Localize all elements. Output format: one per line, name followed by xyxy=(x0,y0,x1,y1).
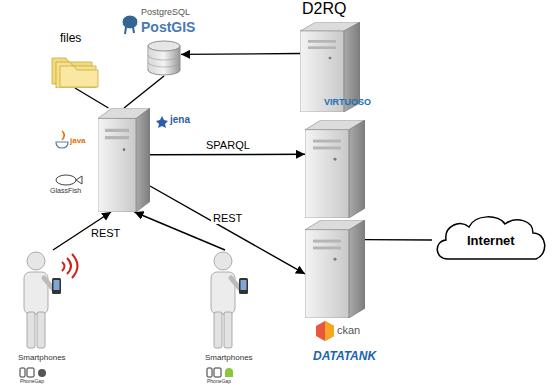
illustration-part xyxy=(214,252,232,270)
ckan-logo xyxy=(316,321,334,341)
illustration-part xyxy=(56,175,76,185)
wifi-signal xyxy=(62,254,78,278)
illustration-part xyxy=(156,116,168,128)
node-label: VIRTUOSO xyxy=(324,98,371,108)
node-label: jena xyxy=(170,114,190,125)
node-label: ckan xyxy=(337,324,360,336)
illustration-part xyxy=(239,278,248,294)
illustration-part xyxy=(334,158,337,161)
illustration-part xyxy=(305,130,349,218)
illustration-part xyxy=(207,368,212,377)
illustration-part xyxy=(241,280,247,290)
ckan-server-shape xyxy=(305,220,365,318)
connector-arrow xyxy=(181,53,300,55)
files-folder: files xyxy=(50,52,100,88)
illustration-part xyxy=(27,312,35,348)
illustration-part xyxy=(224,312,232,348)
illustration-part xyxy=(313,140,341,143)
illustration-part xyxy=(60,66,98,87)
smartphone-user-shape xyxy=(18,250,68,350)
illustration-part xyxy=(54,280,60,290)
node-label: Smartphones xyxy=(205,354,253,363)
illustration-part xyxy=(313,146,341,149)
connector-arrow xyxy=(75,88,108,108)
node-label: PhoneGap xyxy=(20,379,44,385)
illustration-part xyxy=(20,368,25,377)
postgresql-logo xyxy=(122,15,138,34)
files-folder-shape xyxy=(50,52,100,88)
connector-arrow xyxy=(365,239,432,241)
node-label: files xyxy=(60,32,81,45)
platform-icons xyxy=(20,368,233,377)
illustration-part xyxy=(316,321,334,341)
illustration-part xyxy=(38,369,46,377)
edge-label: SPARQL xyxy=(204,139,252,151)
illustration-part xyxy=(56,142,68,148)
illustration-part xyxy=(27,368,34,377)
database-cylinder-shape xyxy=(147,40,181,76)
illustration-part xyxy=(148,55,180,67)
java-logo xyxy=(56,131,68,148)
node-label: GlassFish xyxy=(50,187,81,195)
node-label: PhoneGap xyxy=(207,379,231,385)
illustration-part xyxy=(123,148,126,151)
node-label: DATATANK xyxy=(313,350,376,363)
node-label: Internet xyxy=(467,234,515,248)
connector-arrow xyxy=(150,154,305,156)
illustration-part xyxy=(305,230,349,318)
illustration-part xyxy=(225,368,233,377)
smartphone-user: SmartphonesPhoneGap xyxy=(18,250,68,350)
app-server-shape xyxy=(98,108,150,212)
node-label: PostGIS xyxy=(141,20,195,35)
edge-label: REST xyxy=(89,227,122,239)
node-label: PostgreSQL xyxy=(141,8,190,18)
illustration-part xyxy=(76,176,82,184)
edge-label: REST xyxy=(211,212,244,224)
connector-arrow xyxy=(124,76,164,108)
illustration-part xyxy=(214,312,222,348)
illustration-part xyxy=(27,252,45,270)
smartphone-user: SmartphonesPhoneGap xyxy=(205,250,255,350)
illustration-part xyxy=(105,136,129,139)
database-cylinder: PostgreSQLPostGIS xyxy=(147,40,181,76)
app-server: javaGlassFishjena xyxy=(98,108,150,212)
illustration-part xyxy=(52,278,61,294)
illustration-part xyxy=(98,118,136,212)
internet-cloud: Internet xyxy=(432,212,550,262)
illustration-part xyxy=(349,220,365,318)
illustration-part xyxy=(325,321,334,341)
illustration-part xyxy=(437,217,544,259)
illustration-part xyxy=(334,258,337,261)
jena-logo xyxy=(156,116,168,128)
ckan-server: ckanDATATANK xyxy=(305,220,365,318)
illustration-part xyxy=(308,40,336,43)
illustration-part xyxy=(62,131,65,140)
smartphone-user-shape xyxy=(205,250,255,350)
illustration-part xyxy=(349,120,365,218)
illustration-part xyxy=(72,254,78,278)
glassfish-logo xyxy=(56,175,82,185)
illustration-part xyxy=(308,46,336,49)
illustration-part xyxy=(105,129,129,132)
node-label: D2RQ xyxy=(302,0,346,18)
connector-arrow xyxy=(150,186,305,274)
illustration-part xyxy=(122,15,138,29)
illustration-part xyxy=(62,262,65,271)
illustration-part xyxy=(329,57,332,60)
illustration-part xyxy=(125,27,134,34)
illustration-part xyxy=(148,41,180,51)
illustration-part xyxy=(313,240,341,243)
illustration-part xyxy=(214,368,221,377)
illustration-part xyxy=(67,258,71,274)
illustration-part xyxy=(136,108,150,212)
virtuoso-server: VIRTUOSO xyxy=(305,120,365,218)
node-label: java xyxy=(70,137,86,146)
illustration-part xyxy=(313,246,341,249)
node-label: Smartphones xyxy=(18,354,66,363)
virtuoso-server-shape xyxy=(305,120,365,218)
illustration-part xyxy=(37,312,45,348)
